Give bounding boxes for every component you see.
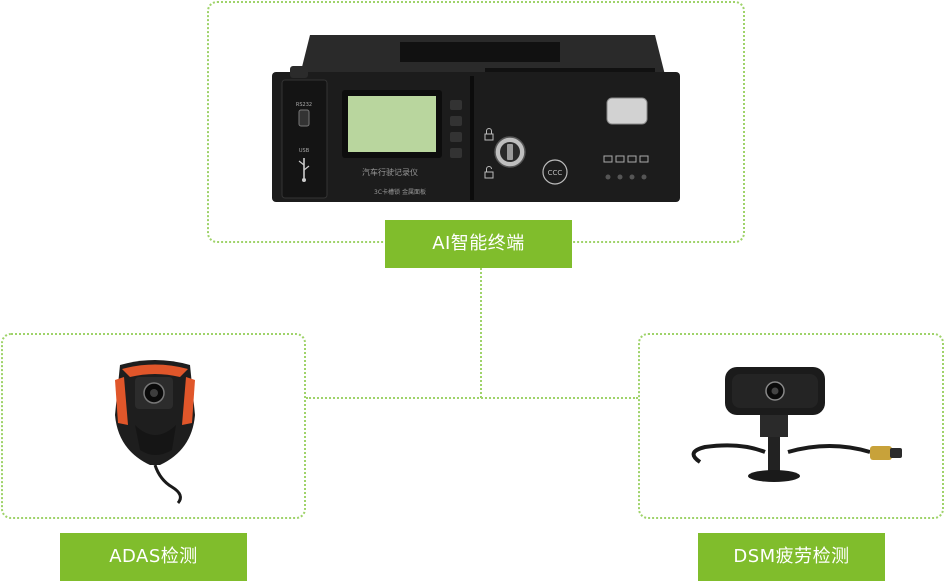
svg-text:CCC: CCC — [548, 169, 563, 177]
adas-label: ADAS检测 — [60, 533, 247, 581]
adas-lens-glass — [150, 389, 158, 397]
dsm-stand — [768, 437, 780, 472]
adas-orange-cover-top — [122, 364, 188, 377]
adas-cable — [153, 464, 182, 504]
terminal-front-panel — [272, 72, 680, 202]
connector-vertical — [480, 268, 482, 398]
terminal-status-icons — [603, 155, 649, 163]
connector-horizontal — [306, 397, 638, 399]
terminal-port-label-usb: USB — [299, 148, 310, 154]
adas-camera-chin — [135, 425, 176, 455]
terminal-port-label-top: RS232 — [296, 102, 312, 108]
terminal-status-leds — [605, 174, 647, 180]
dsm-base — [748, 470, 800, 482]
dsm-connector-cap — [890, 448, 902, 458]
terminal-menu-buttons — [450, 100, 462, 158]
terminal-label: AI智能终端 — [385, 220, 572, 268]
terminal-divider — [470, 76, 474, 200]
terminal-top-slot — [400, 42, 560, 62]
terminal-screen-caption: 汽车行驶记录仪 — [362, 167, 418, 177]
dsm-card — [638, 333, 944, 519]
terminal-lcd — [348, 96, 436, 152]
terminal-device-image: RS232 USB 汽车行驶记录仪 3C卡槽锁 金属面板 — [272, 35, 680, 202]
dsm-connector-plug — [870, 446, 892, 460]
terminal-left-module — [281, 79, 328, 199]
usb-icon — [298, 158, 310, 182]
key-icon — [494, 136, 526, 168]
dsm-bracket — [760, 415, 788, 437]
lock-icon — [484, 128, 494, 141]
dsm-cable — [691, 443, 871, 464]
dsm-camera-image — [691, 367, 902, 482]
dsm-lens-glass — [771, 387, 779, 395]
terminal-knob — [290, 66, 308, 78]
dsm-label: DSM疲劳检测 — [698, 533, 885, 581]
terminal-sub-caption: 3C卡槽锁 金属面板 — [374, 188, 426, 196]
serial-port — [298, 109, 310, 127]
adas-orange-cover-right — [182, 377, 195, 425]
unlock-icon — [484, 166, 494, 179]
adas-orange-cover-left — [115, 377, 128, 425]
ccc-certification-icon: CCC — [542, 159, 568, 185]
terminal-right-window — [606, 97, 648, 125]
terminal-vent — [485, 68, 655, 74]
adas-camera-image — [115, 360, 195, 504]
